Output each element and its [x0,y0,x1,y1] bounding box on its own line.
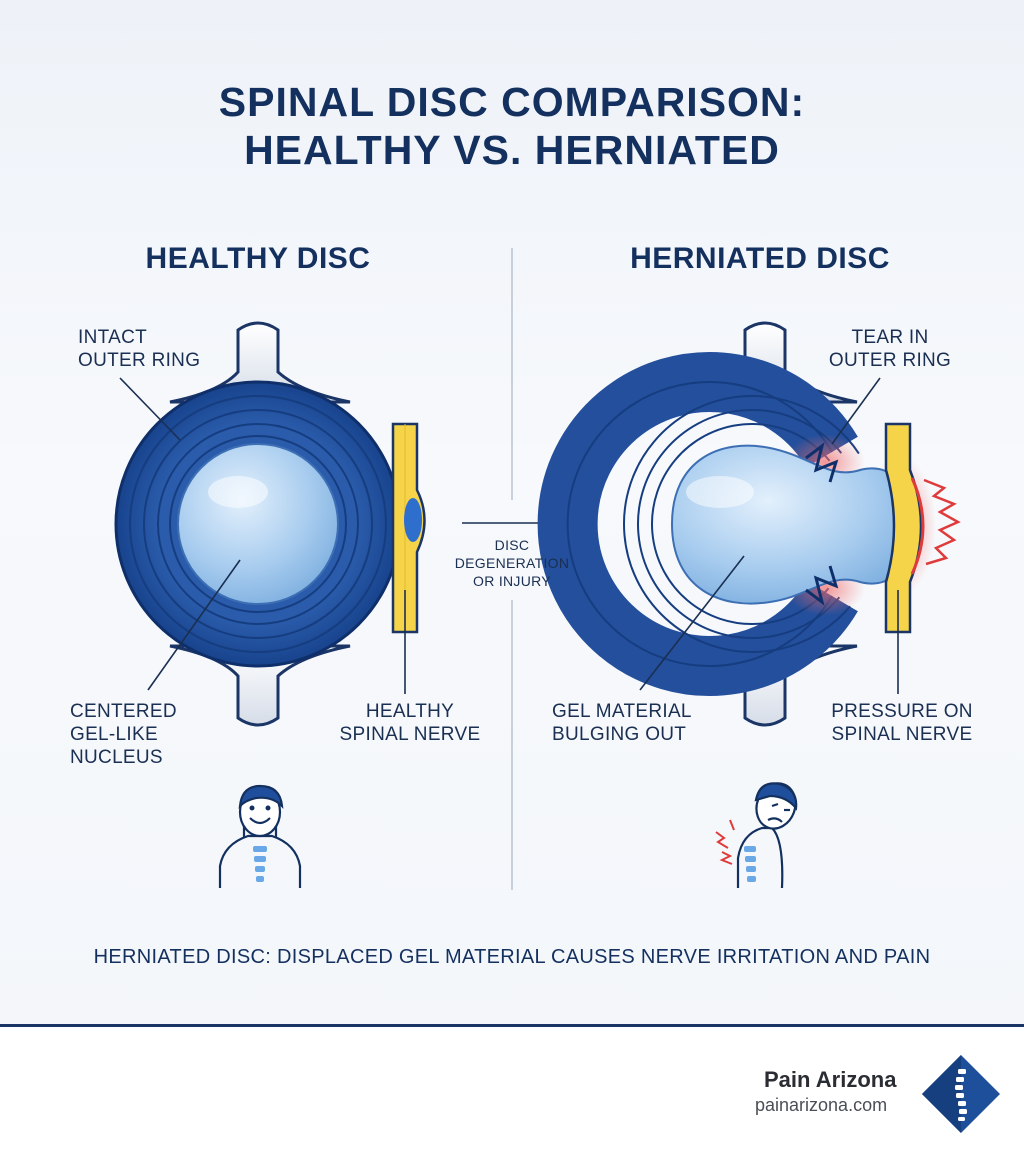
footer: Pain Arizona painarizona.com [0,1024,1024,1154]
brand-name: Pain Arizona [764,1067,897,1092]
herniated-disc-heading: HERNIATED DISC [630,242,890,275]
page-title-line2: HEALTHY VS. HERNIATED [244,127,780,173]
happy-person-icon [218,784,302,888]
pressure-label: PRESSURE ON SPINAL NERVE [831,701,973,745]
tear-pointer [831,377,881,445]
disc-comparison-illustration [114,248,961,890]
gel-label: GEL MATERIAL BULGING OUT [552,701,692,745]
transition-label: DISC DEGENERATION OR INJURY [454,537,570,589]
herniated-disc-graphic [537,321,936,727]
diagram-caption: HERNIATED DISC: DISPLACED GEL MATERIAL C… [93,946,931,968]
healthy-spinal-nerve [391,422,426,634]
nucleus-label: CENTERED GEL-LIKE NUCLEUS [70,701,177,768]
healthy-disc-heading: HEALTHY DISC [145,242,371,275]
outer-ring-pointer [119,377,181,441]
compressed-spinal-nerve [884,422,961,634]
gel-pointer [639,555,745,691]
outer-ring-label: INTACT OUTER RING [78,327,201,371]
brand-url[interactable]: painarizona.com [755,1095,888,1115]
healthy-nerve-label: HEALTHY SPINAL NERVE [339,701,481,745]
pained-person-icon [715,782,798,889]
pain-burst-icon [923,478,961,566]
tear-label: TEAR IN OUTER RING [828,327,952,371]
nucleus-pointer [147,559,241,691]
page-title-line1: SPINAL DISC COMPARISON: [218,79,806,125]
spine-logo-icon [922,1055,1000,1133]
healthy-disc-graphic [114,321,402,727]
